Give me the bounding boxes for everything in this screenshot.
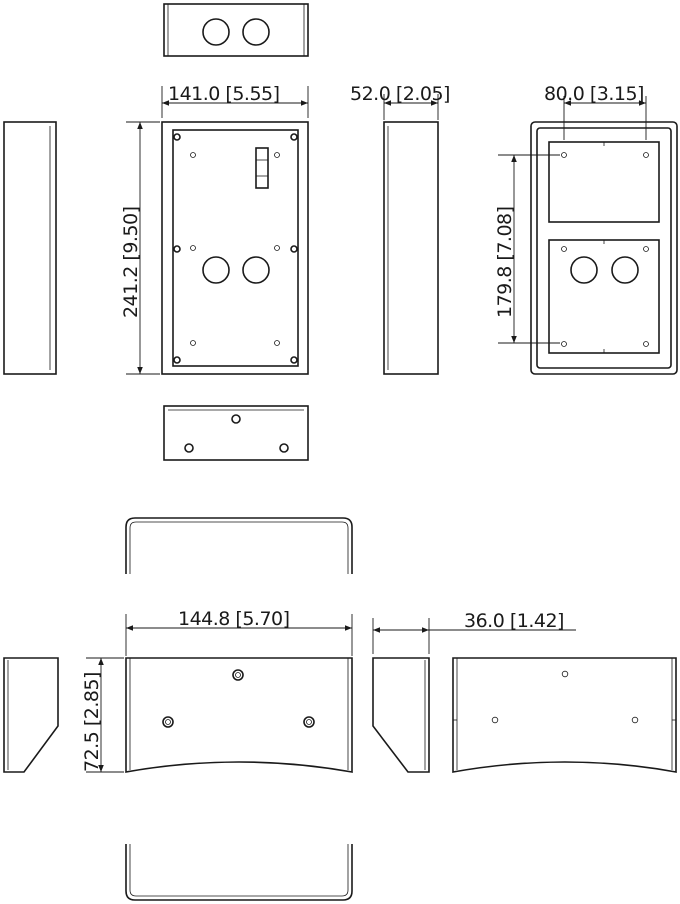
back-view: [530, 121, 678, 375]
dim-top-width: 141.0 [5.55]: [161, 83, 309, 118]
dim-bracket-width: 144.8 [5.70]: [125, 608, 353, 656]
dim-label-back-spacing: 80.0 [3.15]: [544, 83, 644, 105]
dim-label-side-depth: 52.0 [2.05]: [350, 83, 450, 105]
bracket-left-side: [3, 657, 59, 773]
right-side-view: [383, 121, 439, 375]
front-hole-left: [202, 256, 230, 284]
bracket-back-view: [452, 657, 677, 773]
dim-label-bracket-height: 72.5 [2.85]: [81, 672, 103, 772]
bracket-front-view: [125, 657, 353, 773]
left-side-view: [3, 121, 57, 375]
top-view: [163, 3, 309, 57]
dim-bracket-depth: 36.0 [1.42]: [372, 610, 576, 654]
back-hole-left: [570, 256, 598, 284]
bottom-view: [163, 405, 309, 461]
dim-label-bracket-depth: 36.0 [1.42]: [464, 610, 564, 632]
bracket-top-view: [125, 517, 353, 574]
front-hole-right: [242, 256, 270, 284]
dim-back-spacing: 80.0 [3.15]: [544, 83, 647, 140]
dim-label-back-height: 179.8 [7.08]: [494, 206, 516, 318]
dim-side-depth: 52.0 [2.05]: [350, 83, 450, 120]
bracket-right-side: [372, 657, 430, 773]
dim-bracket-height: 72.5 [2.85]: [81, 657, 124, 773]
cable-hole-right: [242, 18, 270, 46]
cable-hole-left: [202, 18, 230, 46]
back-hole-right: [611, 256, 639, 284]
bracket-bottom-view: [125, 844, 353, 901]
dim-back-height: 179.8 [7.08]: [494, 154, 560, 344]
dim-label-top-width: 141.0 [5.55]: [168, 83, 280, 105]
dim-label-bracket-width: 144.8 [5.70]: [178, 608, 290, 630]
dim-top-height: 241.2 [9.50]: [120, 121, 160, 375]
front-view: [161, 121, 309, 375]
dim-label-top-height: 241.2 [9.50]: [120, 206, 142, 318]
mounting-slot: [255, 147, 269, 189]
